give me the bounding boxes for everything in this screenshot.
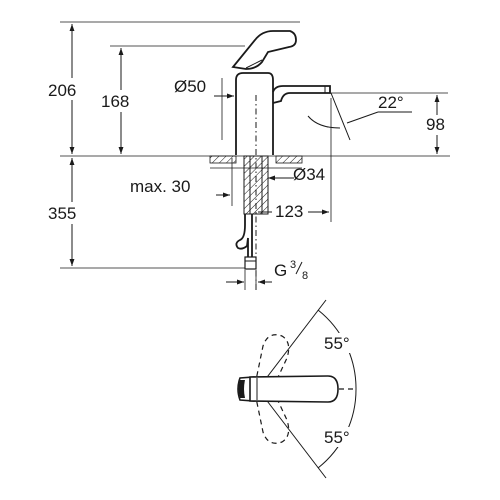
lever-handle [231,30,297,70]
side-view: 206 168 98 355 Ø50 22° [44,21,452,290]
angle-leader [346,111,379,124]
dim-label-168: 168 [101,92,129,111]
dim-label-max30: max. 30 [130,177,190,196]
hose-nut [244,256,257,270]
angle-top-bg [320,333,364,353]
dim-label-55-top: 55° [324,334,350,353]
dim-label-thread-prefix: G [274,261,287,280]
mounting-shank [243,155,269,215]
spout-angle-line [330,92,351,141]
dim-label-d34: Ø34 [293,165,325,184]
dim-label-98: 98 [426,115,445,134]
dim-label-206: 206 [48,81,76,100]
dim-label-22: 22° [378,93,404,112]
dim-label-d50: Ø50 [174,77,206,96]
dim-355-bg [44,202,98,224]
deck-section-left [209,155,237,164]
sweep-line-top [257,299,327,390]
faucet-body [235,72,274,155]
top-view: 55° 55° [237,299,364,479]
supply-hose-left [235,214,249,266]
dim-label-thread-den: 8 [302,270,308,282]
dim-206-bg [44,78,98,100]
dim-label-thread-num: 3 [290,259,296,271]
dim-123-bg [272,200,308,220]
dim-168-bg [96,90,148,112]
dim-label-55-bottom: 55° [324,428,350,447]
spout-end-marker [238,380,245,398]
dim-98-bg [426,115,452,135]
sweep-line-bottom [257,388,327,479]
lever-position-down [254,385,290,444]
thread-fraction-bar [295,261,303,275]
spout [272,85,331,104]
lever-top-view [249,375,339,403]
lever-joint [245,59,263,69]
angle-bottom-bg [320,427,364,447]
lever-position-up [254,334,290,393]
spout-angle-arc [307,115,341,129]
deck-section-right [275,155,303,164]
dim-label-123: 123 [275,202,303,221]
dim-label-355: 355 [48,204,76,223]
